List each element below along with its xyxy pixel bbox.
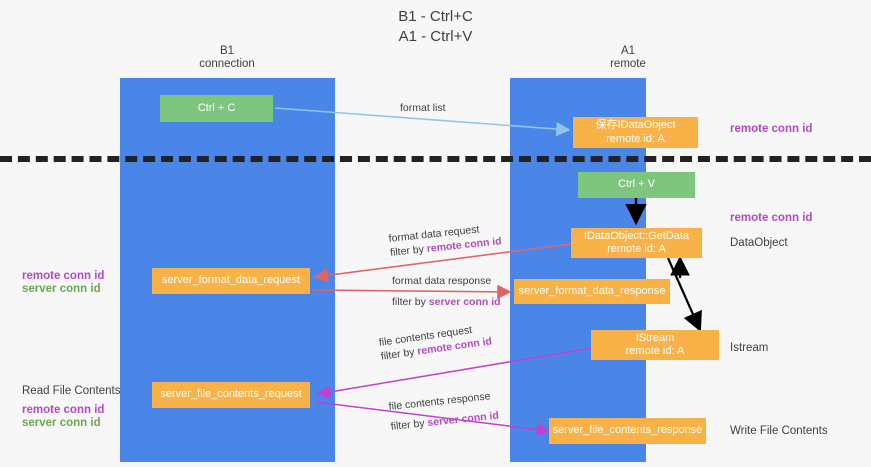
side-label-left-server-conn-id-mid: server conn id (22, 283, 101, 295)
box-server-file-contents-request-label: server_file_contents_request (160, 388, 302, 401)
side-label-remote-conn-id-top: remote conn id (730, 123, 813, 135)
filter-key-server-conn-id: server conn id (428, 296, 501, 308)
box-server-file-contents-response-label: server_file_contents_response (552, 424, 703, 437)
side-label-read-file-contents: Read File Contents (22, 385, 121, 397)
box-idataobject-getdata[interactable]: IDataObject::GetData remote id: A (571, 228, 702, 258)
lane-header-b1: B1 connection (147, 45, 307, 71)
lane-header-a1-name: A1 (620, 45, 636, 57)
box-ctrl-v[interactable]: Ctrl + V (578, 172, 695, 198)
box-server-format-data-response-label: server_format_data_response (518, 284, 666, 297)
side-label-dataobject: DataObject (730, 237, 788, 249)
box-ctrl-v-label: Ctrl + V (618, 178, 655, 191)
page-title: B1 - Ctrl+C A1 - Ctrl+V (0, 7, 871, 47)
box-ctrl-c-label: Ctrl + C (197, 101, 236, 114)
box-server-format-data-response[interactable]: server_format_data_response (514, 279, 670, 304)
box-server-format-data-request[interactable]: server_format_data_request (152, 268, 310, 294)
side-label-istream: Istream (730, 342, 769, 354)
box-idataobject-getdata-line1: IDataObject::GetData (583, 229, 690, 242)
filter-prefix: filter by (389, 243, 428, 259)
filter-prefix: filter by (392, 296, 429, 308)
edge-label-format-list: format list (400, 101, 446, 115)
edge-label-format-data-response: format data response filter by server co… (392, 274, 501, 309)
side-label-remote-conn-id-mid: remote conn id (730, 212, 813, 224)
box-save-idataobject-line2: remote id: A (606, 132, 665, 145)
side-label-left-remote-conn-id-mid: remote conn id (22, 270, 105, 282)
filter-prefix: filter by (390, 417, 429, 433)
edge-label-format-list-text: format list (400, 102, 446, 114)
title-line-1: B1 - Ctrl+C (398, 8, 473, 25)
arrow-file-contents-response (315, 401, 551, 437)
box-server-format-data-request-label: server_format_data_request (161, 274, 301, 287)
arrow-format-data-request (313, 242, 579, 283)
arrow-file-contents-request (316, 347, 593, 399)
box-idataobject-getdata-line2: remote id: A (607, 243, 666, 255)
title-line-2: A1 - Ctrl+V (398, 28, 473, 45)
box-istream-line1: IStream (635, 331, 675, 344)
phase-divider (0, 156, 871, 162)
edge-label-format-data-response-text: format data response (392, 275, 492, 287)
lane-header-a1: A1 remote (548, 45, 708, 71)
lane-header-b1-role: connection (199, 58, 255, 70)
side-label-left-server-conn-id-bottom: server conn id (22, 417, 101, 429)
side-label-left-remote-conn-id-bottom: remote conn id (22, 404, 105, 416)
lane-header-b1-name: B1 (219, 45, 235, 57)
side-label-write-file-contents: Write File Contents (730, 425, 828, 437)
arrow-getdata-to-istream (666, 257, 702, 333)
box-ctrl-c[interactable]: Ctrl + C (160, 95, 273, 122)
lane-header-a1-role: remote (610, 58, 646, 70)
arrow-format-list (274, 107, 571, 137)
box-istream[interactable]: IStream remote id: A (591, 330, 719, 360)
box-server-file-contents-request[interactable]: server_file_contents_request (152, 382, 310, 408)
edge-label-format-data-response-filter: filter by server conn id (392, 295, 501, 309)
box-save-idataobject-line1: 保存IDataObject (595, 119, 676, 131)
box-save-idataobject[interactable]: 保存IDataObject remote id: A (573, 117, 698, 148)
box-server-file-contents-response[interactable]: server_file_contents_response (549, 418, 706, 444)
box-istream-line2: remote id: A (625, 345, 685, 357)
arrow-format-data-response (311, 284, 512, 300)
